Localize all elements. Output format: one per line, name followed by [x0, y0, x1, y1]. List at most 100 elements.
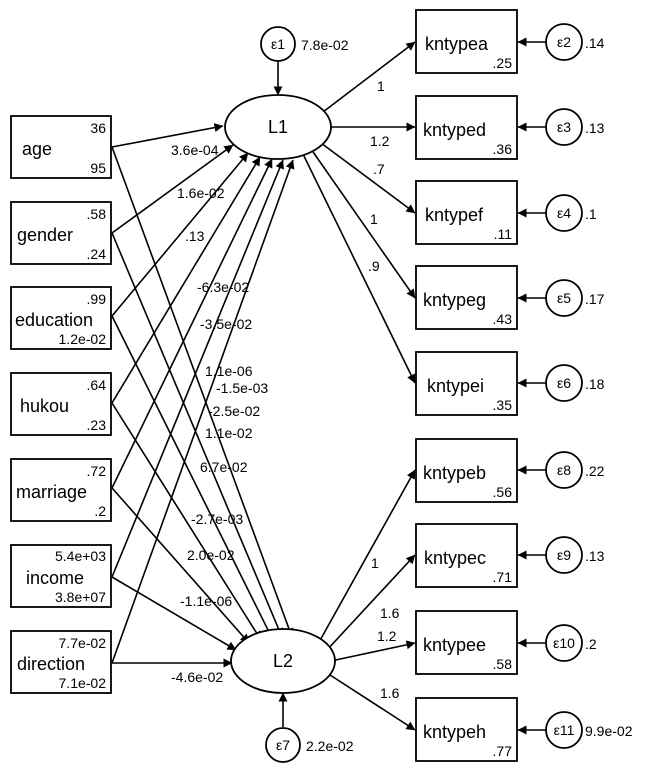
- error-e11: ε11 9.9e-02: [545, 711, 633, 749]
- coef-gender-L2: -1.5e-03: [216, 380, 268, 396]
- node-direction: direction 7.7e-02 7.1e-02: [10, 630, 112, 694]
- node-intercept: .56: [493, 484, 513, 500]
- error-e1: ε1 7.8e-02: [260, 26, 349, 62]
- node-mean: .99: [87, 291, 107, 307]
- error-label: ε9: [557, 547, 571, 563]
- arrow-L2-kntypeh: [326, 672, 416, 731]
- node-kntypei: kntypei .35: [415, 351, 518, 416]
- node-label: age: [22, 139, 52, 159]
- error-e2: ε2 .14: [545, 23, 605, 61]
- error-label: ε8: [557, 462, 571, 478]
- error-label: ε6: [557, 375, 571, 391]
- latent-label: L1: [268, 117, 288, 137]
- node-label: kntypee: [423, 635, 486, 655]
- node-variance: .24: [87, 246, 107, 262]
- error-e6: ε6 .18: [545, 364, 605, 402]
- node-label: kntypeb: [423, 463, 486, 483]
- node-variance: 3.8e+07: [55, 589, 106, 605]
- error-variance: 9.9e-02: [585, 723, 633, 739]
- node-age: age 36 95: [10, 115, 112, 179]
- coef-income-L1: -3.5e-02: [200, 316, 252, 332]
- error-e9: ε9 .13: [545, 536, 605, 574]
- error-label: ε7: [276, 737, 290, 753]
- error-variance: .2: [585, 636, 597, 652]
- coef-direction-L2-lower: -4.6e-02: [171, 669, 223, 685]
- node-kntypea: kntypea .25: [415, 9, 518, 74]
- arrow-hukou-L1: [111, 156, 261, 404]
- error-label: ε4: [557, 205, 571, 221]
- error-label: ε5: [557, 290, 571, 306]
- error-variance: .22: [585, 463, 605, 479]
- node-variance: 7.1e-02: [59, 675, 107, 691]
- node-variance: .2: [94, 503, 106, 519]
- arrow-age-L1: [111, 123, 224, 148]
- node-income: income 5.4e+03 3.8e+07: [10, 544, 112, 608]
- arrow-marriage-L2: [111, 487, 250, 644]
- node-variance: .23: [87, 417, 107, 433]
- node-mean: .64: [87, 377, 107, 393]
- node-label: income: [26, 568, 84, 588]
- arrow-direction-L1: [111, 159, 295, 664]
- error-label: ε1: [271, 36, 285, 52]
- node-kntypee: kntypee .58: [415, 610, 518, 675]
- node-label: kntypec: [424, 548, 486, 568]
- arrow-marriage-L1: [111, 158, 273, 489]
- coef-age-L1: 3.6e-04: [171, 142, 219, 158]
- loading-extra: 1.6: [380, 685, 400, 701]
- arrow-income-L1: [111, 159, 284, 578]
- coef-education-L2: 1.1e-02: [205, 425, 253, 441]
- error-label: ε2: [557, 34, 571, 50]
- node-mean: 7.7e-02: [59, 635, 107, 651]
- node-label: direction: [17, 654, 85, 674]
- node-mean: .58: [87, 206, 107, 222]
- arrow-L2-kntypee: [330, 640, 416, 662]
- path-coefficients: 3.6e-04 1.6e-02 .13 -6.3e-02 -3.5e-02 -2…: [171, 78, 400, 701]
- arrow-gender-L1: [111, 144, 234, 234]
- loading-kntypeh: 1.2: [377, 628, 397, 644]
- node-kntyped: kntyped .36: [415, 95, 518, 160]
- node-kntypef: kntypef .11: [415, 180, 518, 245]
- error-e10: ε10 .2: [545, 624, 597, 662]
- coef-marriage-L2: -2.7e-03: [191, 511, 243, 527]
- path-arrows: [111, 37, 546, 735]
- error-label: ε11: [554, 722, 575, 738]
- node-mean: .72: [87, 463, 107, 479]
- arrow-age-L2: [111, 146, 294, 638]
- node-label: gender: [17, 225, 73, 245]
- latent-L1: L1: [224, 94, 332, 160]
- arrow-gender-L2: [111, 232, 283, 638]
- coef-education-L1: .13: [185, 228, 205, 244]
- loading-kntypei: .9: [368, 258, 380, 274]
- arrow-L1-kntypea: [322, 41, 416, 113]
- node-intercept: .43: [493, 311, 513, 327]
- indicators: kntypea .25 kntyped .36 kntypef .11 knty…: [415, 9, 518, 762]
- arrow-L2-kntypec: [325, 554, 416, 652]
- error-e5: ε5 .17: [545, 279, 605, 317]
- node-kntypec: kntypec .71: [415, 523, 518, 588]
- arrow-hukou-L2: [111, 402, 262, 641]
- arrow-L1-kntypef: [320, 142, 416, 214]
- node-intercept: .58: [493, 656, 513, 672]
- node-intercept: .11: [494, 226, 513, 242]
- arrow-L2-kntypeb: [317, 469, 416, 645]
- arrow-education-L2: [111, 315, 273, 639]
- error-variance: .1: [585, 206, 597, 222]
- loading-kntypee: 1.6: [380, 605, 400, 621]
- node-kntypeg: kntypeg .43: [415, 265, 518, 330]
- error-variance: .17: [585, 291, 605, 307]
- node-label: kntypeg: [423, 290, 486, 310]
- coef-gender-L1: 1.6e-02: [177, 185, 225, 201]
- node-gender: gender .58 .24: [10, 201, 112, 265]
- error-variance: .18: [585, 376, 605, 392]
- error-e3: ε3 .13: [545, 108, 605, 146]
- node-label: hukou: [20, 396, 69, 416]
- indicator-errors: ε2 .14 ε3 .13 ε4 .1 ε5 .17 ε6 .18 ε8 .22: [545, 23, 633, 749]
- loading-kntypec: 1: [371, 555, 379, 571]
- error-e8: ε8 .22: [545, 451, 605, 489]
- error-variance: .14: [585, 35, 605, 51]
- coef-marriage-L1: -6.3e-02: [197, 279, 249, 295]
- node-intercept: .36: [493, 141, 513, 157]
- node-label: education: [15, 310, 93, 330]
- loading-kntyped: 1.2: [370, 133, 390, 149]
